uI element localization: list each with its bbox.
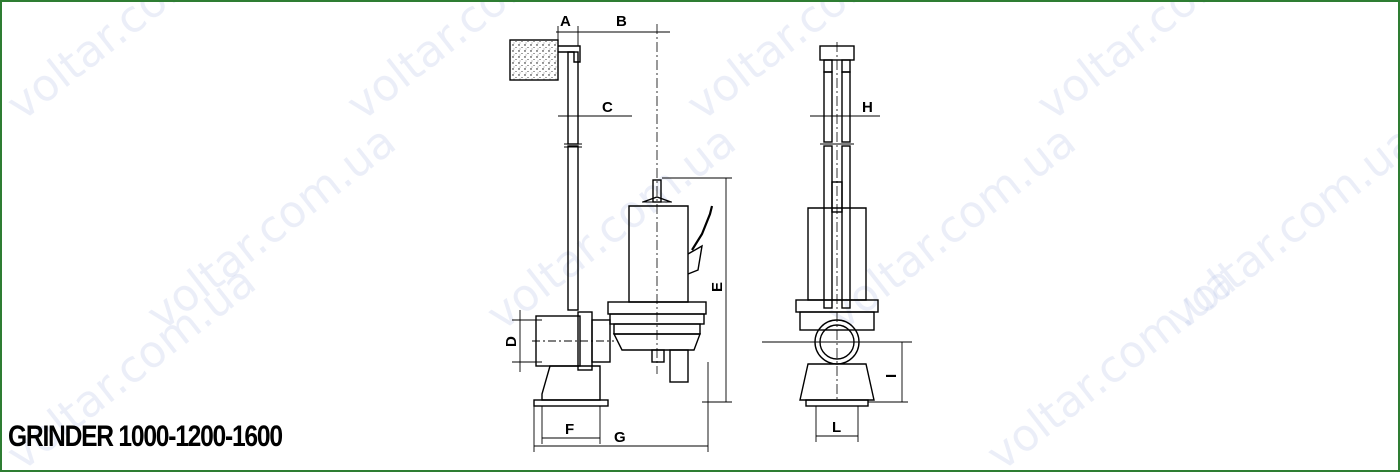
guide-rail-upper	[567, 51, 579, 145]
dimension-lines-side	[512, 26, 732, 452]
watermark-text: voltar.com.ua	[677, 2, 945, 131]
dimension-lines-front	[810, 110, 908, 442]
dim-label-h: H	[862, 99, 873, 116]
dim-label-b: B	[616, 13, 627, 30]
watermark-text: voltar.com.ua	[817, 116, 1085, 341]
discharge-pipe	[535, 315, 581, 367]
dim-label-e: E	[709, 282, 726, 292]
product-title: GRINDER 1000-1200-1600	[8, 420, 283, 453]
watermark-text: voltar.com.ua	[977, 256, 1245, 470]
watermark-text: voltar.com.ua	[2, 2, 265, 131]
base-front	[799, 363, 875, 401]
cable-gland	[687, 244, 703, 275]
dim-label-l: L	[832, 419, 841, 436]
grinder-inlet	[669, 349, 689, 383]
dim-label-i: I	[883, 374, 900, 378]
guide-rail-left	[823, 71, 833, 143]
dim-label-c: C	[602, 99, 613, 116]
dim-label-a: A	[560, 13, 571, 30]
dim-label-d: D	[503, 336, 520, 347]
front-view	[762, 42, 912, 442]
dim-label-f: F	[565, 421, 574, 438]
concrete-wall	[509, 39, 559, 81]
side-view	[509, 24, 732, 452]
guide-rail-right	[841, 71, 851, 143]
power-cable	[691, 205, 714, 251]
duckfoot-base	[541, 365, 601, 401]
upper-bracket	[558, 45, 581, 63]
volute	[612, 333, 702, 351]
watermark-text: voltar.com.ua	[1027, 2, 1295, 131]
dim-label-g: G	[614, 429, 626, 446]
guide-rail-lower	[567, 145, 579, 311]
